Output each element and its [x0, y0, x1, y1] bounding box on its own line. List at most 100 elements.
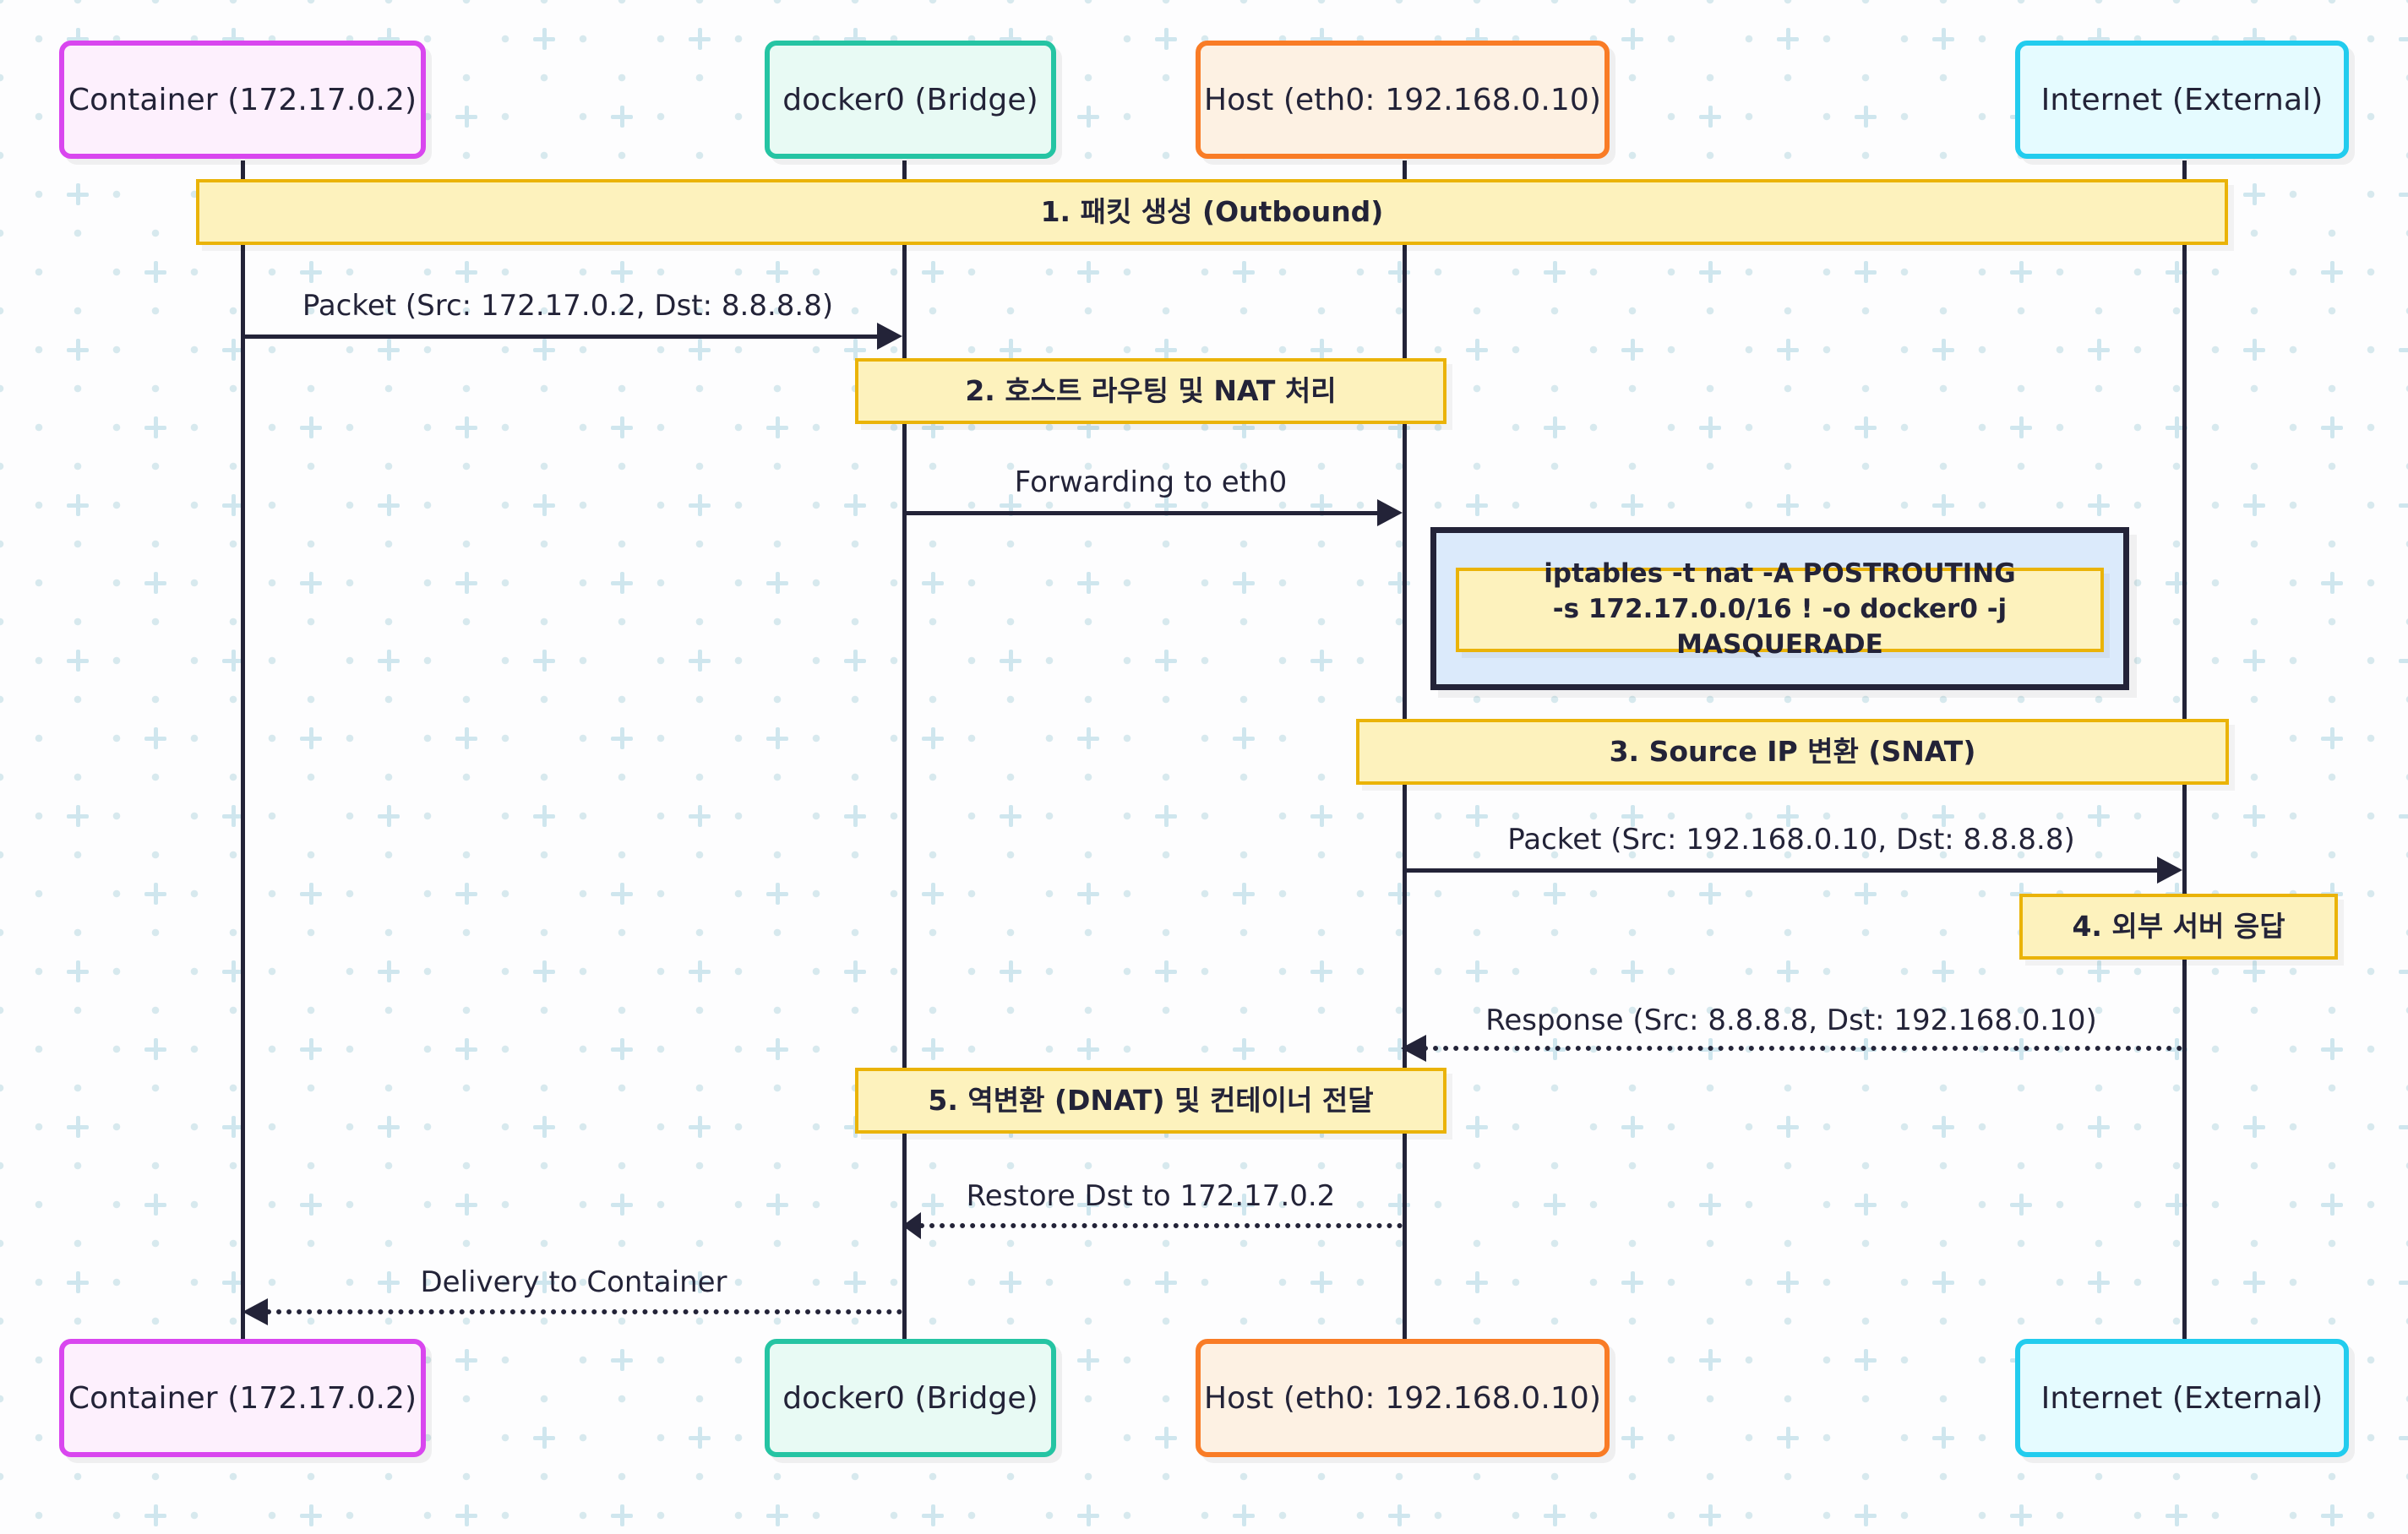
actor-internet-bottom[interactable]: Internet (External) — [2015, 1339, 2349, 1457]
background-plus-mark — [1621, 28, 1643, 50]
background-plus-mark — [766, 1504, 788, 1526]
background-plus-mark — [2243, 183, 2265, 205]
actor-host-bottom[interactable]: Host (eth0: 192.168.0.10) — [1196, 1339, 1610, 1457]
arrowhead-left-icon — [242, 1298, 268, 1325]
message-line — [1404, 868, 2157, 873]
background-plus-mark — [2399, 805, 2408, 827]
background-plus-mark — [1233, 883, 1255, 905]
note-label: 1. 패킷 생성 (Outbound) — [1040, 194, 1384, 228]
actor-container-top[interactable]: Container (172.17.0.2) — [59, 41, 426, 159]
background-plus-mark — [2243, 1271, 2265, 1293]
background-plus-mark — [533, 494, 555, 516]
background-plus-mark — [2243, 805, 2265, 827]
background-plus-mark — [2321, 416, 2343, 438]
message-label: Packet (Src: 192.168.0.10, Dst: 8.8.8.8) — [1507, 823, 2075, 857]
background-plus-mark — [844, 960, 866, 982]
background-plus-mark — [144, 727, 166, 749]
background-plus-mark — [2243, 1116, 2265, 1138]
actor-container-bottom[interactable]: Container (172.17.0.2) — [59, 1339, 426, 1457]
background-plus-mark — [144, 416, 166, 438]
background-plus-mark — [1777, 339, 1799, 361]
background-plus-mark — [689, 650, 711, 672]
message-label: Packet (Src: 172.17.0.2, Dst: 8.8.8.8) — [302, 289, 834, 323]
actor-label: Internet (External) — [2040, 1380, 2324, 1416]
lifeline-container — [241, 160, 245, 1339]
background-plus-mark — [1388, 883, 1410, 905]
background-plus-mark — [1155, 805, 1177, 827]
background-plus-mark — [67, 650, 89, 672]
background-plus-mark — [1621, 1116, 1643, 1138]
background-plus-mark — [611, 1349, 633, 1371]
background-plus-mark — [1699, 1349, 1721, 1371]
note-step-1: 1. 패킷 생성 (Outbound) — [196, 179, 2228, 245]
background-plus-mark — [378, 1271, 400, 1293]
background-plus-mark — [1077, 727, 1099, 749]
background-plus-mark — [533, 805, 555, 827]
background-plus-mark — [2399, 1271, 2408, 1293]
background-plus-mark — [1544, 261, 1566, 283]
background-plus-mark — [1155, 1427, 1177, 1449]
background-plus-mark — [1544, 1194, 1566, 1216]
background-plus-mark — [67, 805, 89, 827]
background-plus-mark — [1932, 494, 1954, 516]
note-label: 3. Source IP 변환 (SNAT) — [1609, 734, 1976, 768]
actor-label: Container (172.17.0.2) — [68, 82, 417, 117]
background-plus-mark — [1388, 1504, 1410, 1526]
note-step-5: 5. 역변환 (DNAT) 및 컨테이너 전달 — [855, 1068, 1446, 1134]
background-plus-mark — [2243, 960, 2265, 982]
background-plus-mark — [455, 1038, 477, 1060]
background-plus-mark — [922, 1038, 944, 1060]
message-label: Forwarding to eth0 — [1014, 465, 1288, 499]
background-plus-mark — [766, 261, 788, 283]
background-plus-mark — [689, 339, 711, 361]
background-plus-mark — [2399, 1116, 2408, 1138]
actor-docker0-top[interactable]: docker0 (Bridge) — [765, 41, 1056, 159]
background-plus-mark — [2088, 1271, 2110, 1293]
note-label: 5. 역변환 (DNAT) 및 컨테이너 전달 — [928, 1083, 1374, 1117]
background-plus-mark — [844, 650, 866, 672]
background-plus-mark — [1932, 1116, 1954, 1138]
background-plus-mark — [922, 727, 944, 749]
actor-label: docker0 (Bridge) — [782, 82, 1038, 117]
background-plus-mark — [1077, 883, 1099, 905]
background-plus-mark — [1388, 261, 1410, 283]
background-plus-mark — [1699, 883, 1721, 905]
background-plus-mark — [300, 1038, 322, 1060]
background-plus-mark — [1699, 261, 1721, 283]
background-plus-mark — [1855, 883, 1877, 905]
background-plus-mark — [2399, 339, 2408, 361]
background-plus-mark — [144, 1038, 166, 1060]
note-label: 2. 호스트 라우팅 및 NAT 처리 — [965, 373, 1337, 407]
note-label: 4. 외부 서버 응답 — [2072, 909, 2285, 943]
background-plus-mark — [1466, 805, 1488, 827]
background-plus-mark — [2166, 1504, 2187, 1526]
background-plus-mark — [300, 261, 322, 283]
note-iptables-rule: iptables -t nat -A POSTROUTING -s 172.17… — [1456, 558, 2104, 660]
actor-docker0-bottom[interactable]: docker0 (Bridge) — [765, 1339, 1056, 1457]
background-plus-mark — [533, 650, 555, 672]
background-plus-mark — [378, 805, 400, 827]
actor-host-top[interactable]: Host (eth0: 192.168.0.10) — [1196, 41, 1610, 159]
actor-internet-top[interactable]: Internet (External) — [2015, 41, 2349, 159]
background-plus-mark — [611, 883, 633, 905]
background-plus-mark — [1544, 416, 1566, 438]
background-plus-mark — [67, 960, 89, 982]
background-plus-mark — [67, 339, 89, 361]
background-plus-mark — [144, 572, 166, 594]
background-plus-mark — [1077, 1349, 1099, 1371]
background-plus-mark — [2088, 960, 2110, 982]
background-plus-mark — [922, 1194, 944, 1216]
background-plus-mark — [144, 1504, 166, 1526]
background-plus-mark — [378, 494, 400, 516]
background-plus-mark — [2399, 650, 2408, 672]
background-plus-mark — [455, 1194, 477, 1216]
background-plus-mark — [1544, 1504, 1566, 1526]
background-plus-mark — [67, 183, 89, 205]
lifeline-docker0 — [902, 160, 907, 1339]
background-plus-mark — [2243, 650, 2265, 672]
background-plus-mark — [1000, 1271, 1021, 1293]
background-plus-mark — [300, 572, 322, 594]
background-plus-mark — [455, 106, 477, 128]
background-plus-mark — [2399, 1427, 2408, 1449]
